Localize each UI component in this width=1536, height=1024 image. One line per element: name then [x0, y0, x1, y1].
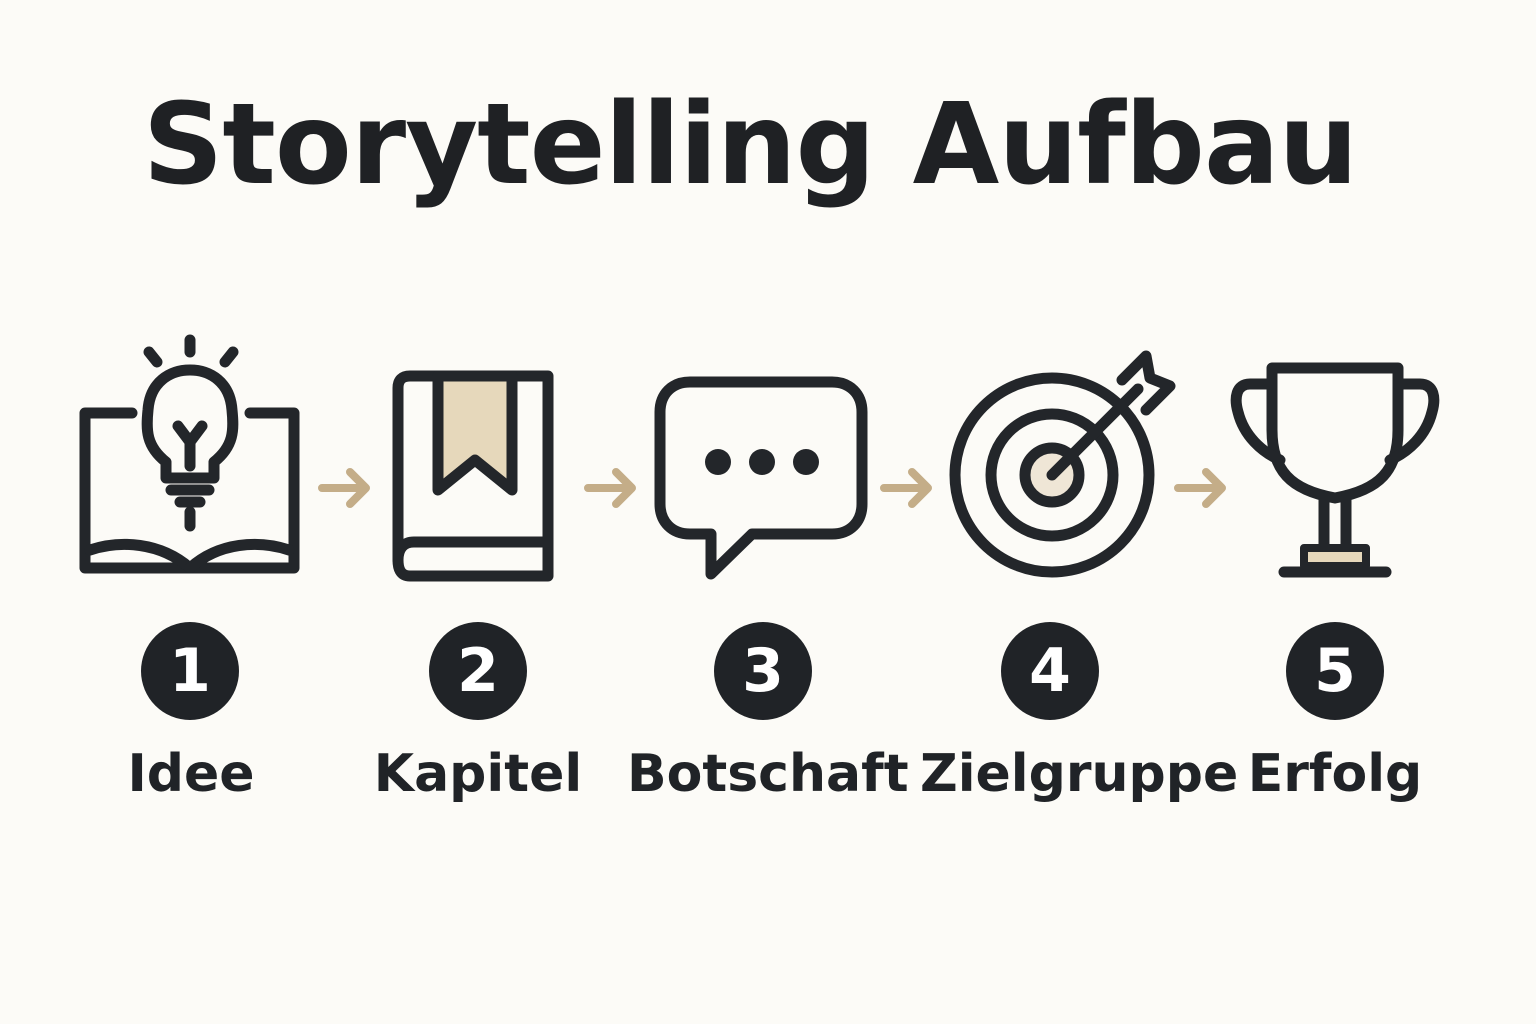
bookmarked-book-icon — [392, 370, 554, 582]
step-label: Kapitel — [373, 744, 583, 804]
step-label: Idee — [127, 744, 255, 804]
step-number-badge: 1 — [141, 622, 239, 720]
arrow-3-4 — [880, 468, 932, 508]
step-label: Erfolg — [1247, 744, 1423, 804]
arrow-2-3 — [584, 468, 636, 508]
page-title: Storytelling Aufbau — [142, 80, 1359, 210]
step-number-badge: 4 — [1001, 622, 1099, 720]
trophy-icon — [1230, 362, 1440, 578]
step-label: Botschaft — [627, 744, 909, 804]
step-number-badge: 3 — [714, 622, 812, 720]
step-label: Zielgruppe — [920, 744, 1239, 804]
step-number-badge: 5 — [1286, 622, 1384, 720]
open-book-lightbulb-icon — [79, 334, 300, 574]
speech-bubble-icon — [654, 376, 868, 580]
target-arrow-icon — [949, 350, 1176, 578]
arrow-4-5 — [1174, 468, 1226, 508]
step-number-badge: 2 — [429, 622, 527, 720]
arrow-1-2 — [318, 468, 370, 508]
